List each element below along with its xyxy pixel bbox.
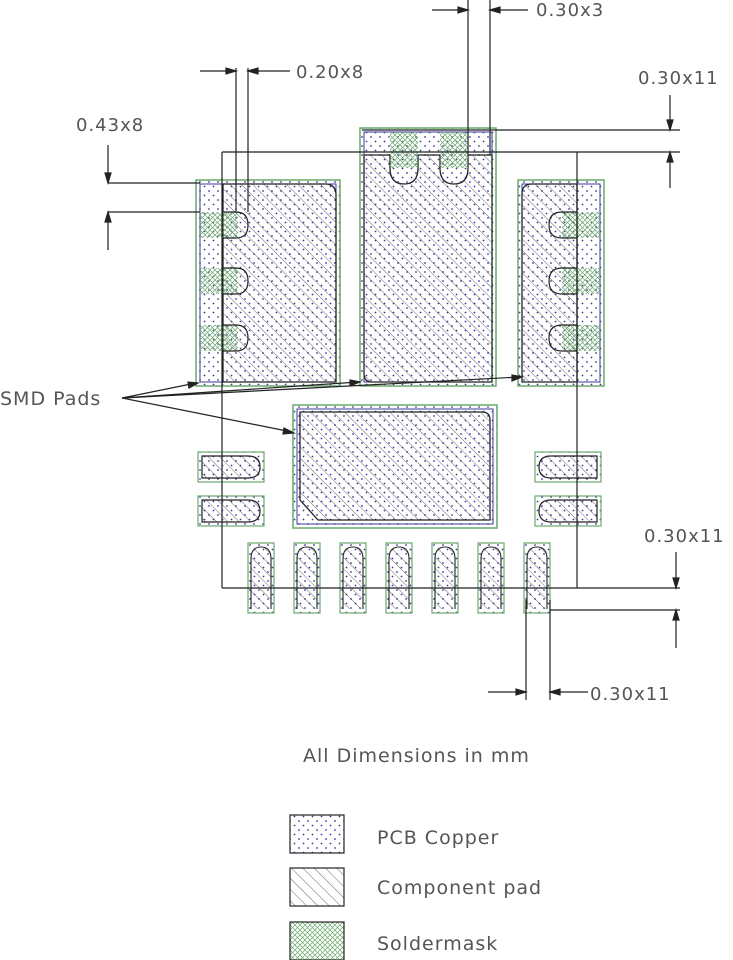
legend-swatch-component bbox=[289, 867, 345, 907]
smd-pads-leaders bbox=[121, 374, 525, 435]
center-top-pad bbox=[359, 127, 497, 387]
side-pins bbox=[197, 451, 602, 527]
component-outline bbox=[221, 129, 680, 589]
smd-pads-label: SMD Pads bbox=[0, 388, 101, 410]
legend-swatch-soldermask bbox=[289, 921, 345, 960]
legend-label-copper: PCB Copper bbox=[377, 827, 499, 849]
all-dimensions-note: All Dimensions in mm bbox=[303, 745, 530, 767]
legend-swatch-copper bbox=[289, 814, 345, 854]
dim-bottom-right: 0.30x11 bbox=[644, 526, 725, 547]
dim-top-inner: 0.20x8 bbox=[296, 62, 364, 83]
dim-bottom-width: 0.30x11 bbox=[590, 684, 671, 705]
legend: PCB Copper Component pad Soldermask bbox=[289, 814, 542, 960]
right-pad bbox=[517, 179, 605, 387]
left-pad bbox=[195, 179, 341, 387]
dim-top-right: 0.30x11 bbox=[638, 68, 719, 89]
center-exposed-pad bbox=[292, 404, 498, 529]
dimension-lines bbox=[104, 0, 680, 700]
legend-label-component: Component pad bbox=[377, 877, 542, 899]
dim-top-pads: 0.30x3 bbox=[536, 0, 604, 21]
bottom-pins bbox=[247, 542, 551, 614]
left-pad-fingers bbox=[200, 211, 249, 352]
legend-label-soldermask: Soldermask bbox=[377, 933, 498, 955]
dim-left-pitch: 0.43x8 bbox=[76, 115, 144, 136]
